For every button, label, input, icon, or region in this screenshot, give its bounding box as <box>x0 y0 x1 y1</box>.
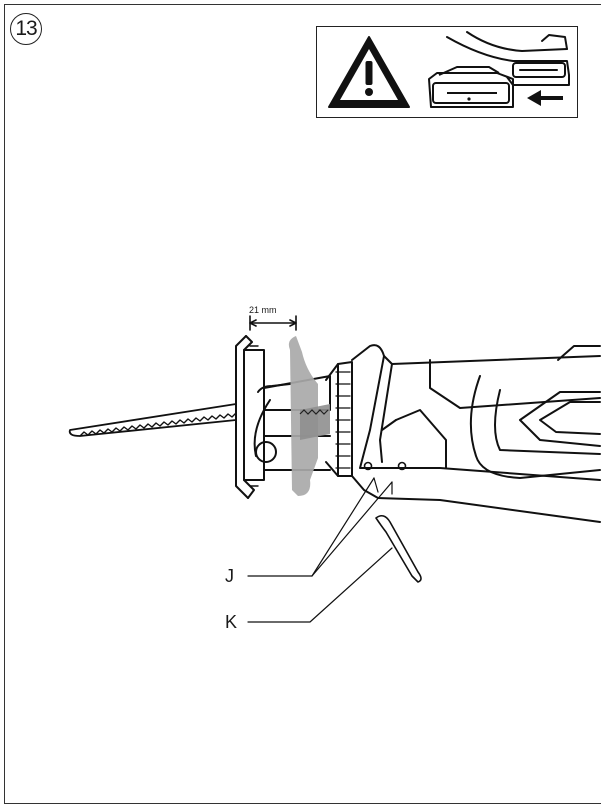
battery-warning-panel <box>316 26 578 118</box>
battery-removal-illustration <box>328 31 570 108</box>
warning-triangle-icon <box>328 36 410 108</box>
dimension-label: 21 mm <box>249 305 277 315</box>
callout-label-k: K <box>225 612 238 632</box>
step-number-badge: 13 <box>10 13 42 45</box>
blade-travel-indicator <box>288 336 330 496</box>
arrow-left-icon <box>527 90 563 106</box>
callout-label-j: J <box>225 566 234 586</box>
